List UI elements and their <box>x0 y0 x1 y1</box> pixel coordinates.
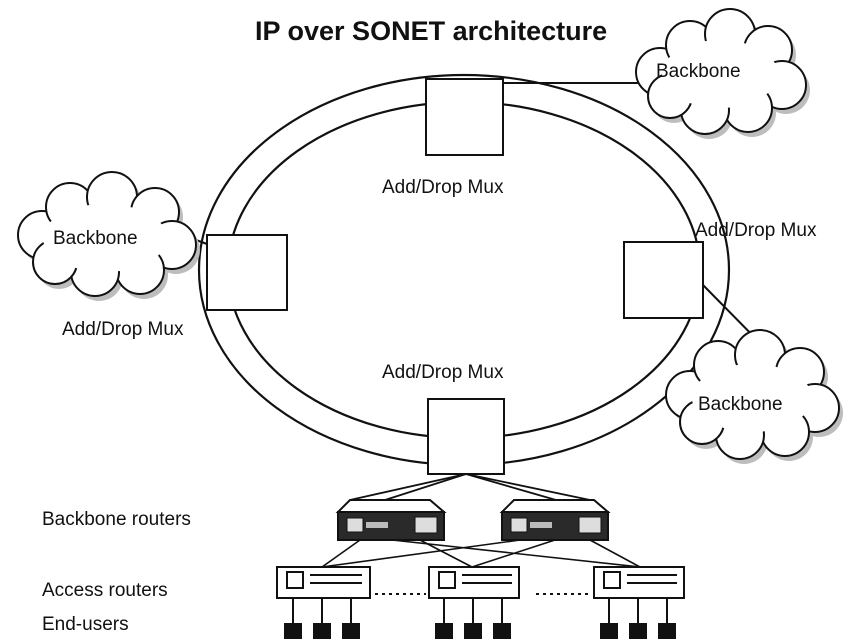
label-backbone-routers: Backbone routers <box>42 509 191 530</box>
add-drop-mux-right <box>623 241 704 319</box>
backbone-router-right <box>499 499 611 541</box>
access-router-3 <box>593 566 685 599</box>
label-end-users: End-users <box>42 614 129 635</box>
mux-label-top: Add/Drop Mux <box>382 177 504 198</box>
backbone-label-bottom-right: Backbone <box>698 394 783 415</box>
backbone-cloud-bottom-right: Backbone <box>665 329 843 464</box>
router-to-access-links <box>321 539 641 568</box>
backbone-label-top-right: Backbone <box>656 61 741 82</box>
mux-to-router-links <box>349 473 591 501</box>
diagram-title: IP over SONET architecture <box>255 16 607 46</box>
backbone-cloud-top-right: Backbone <box>635 8 810 139</box>
mux-label-left: Add/Drop Mux <box>62 319 184 340</box>
backbone-cloud-left: Backbone <box>17 171 200 301</box>
access-router-2 <box>428 566 520 599</box>
access-router-1 <box>276 566 371 599</box>
label-access-routers: Access routers <box>42 580 168 601</box>
add-drop-mux-left <box>206 234 288 311</box>
add-drop-mux-bottom <box>427 398 505 475</box>
backbone-label-left: Backbone <box>53 228 138 249</box>
add-drop-mux-top <box>425 78 504 156</box>
mux-label-right: Add/Drop Mux <box>695 220 817 241</box>
end-users <box>284 598 676 639</box>
backbone-router-left <box>335 499 447 541</box>
mux-label-bottom: Add/Drop Mux <box>382 362 504 383</box>
